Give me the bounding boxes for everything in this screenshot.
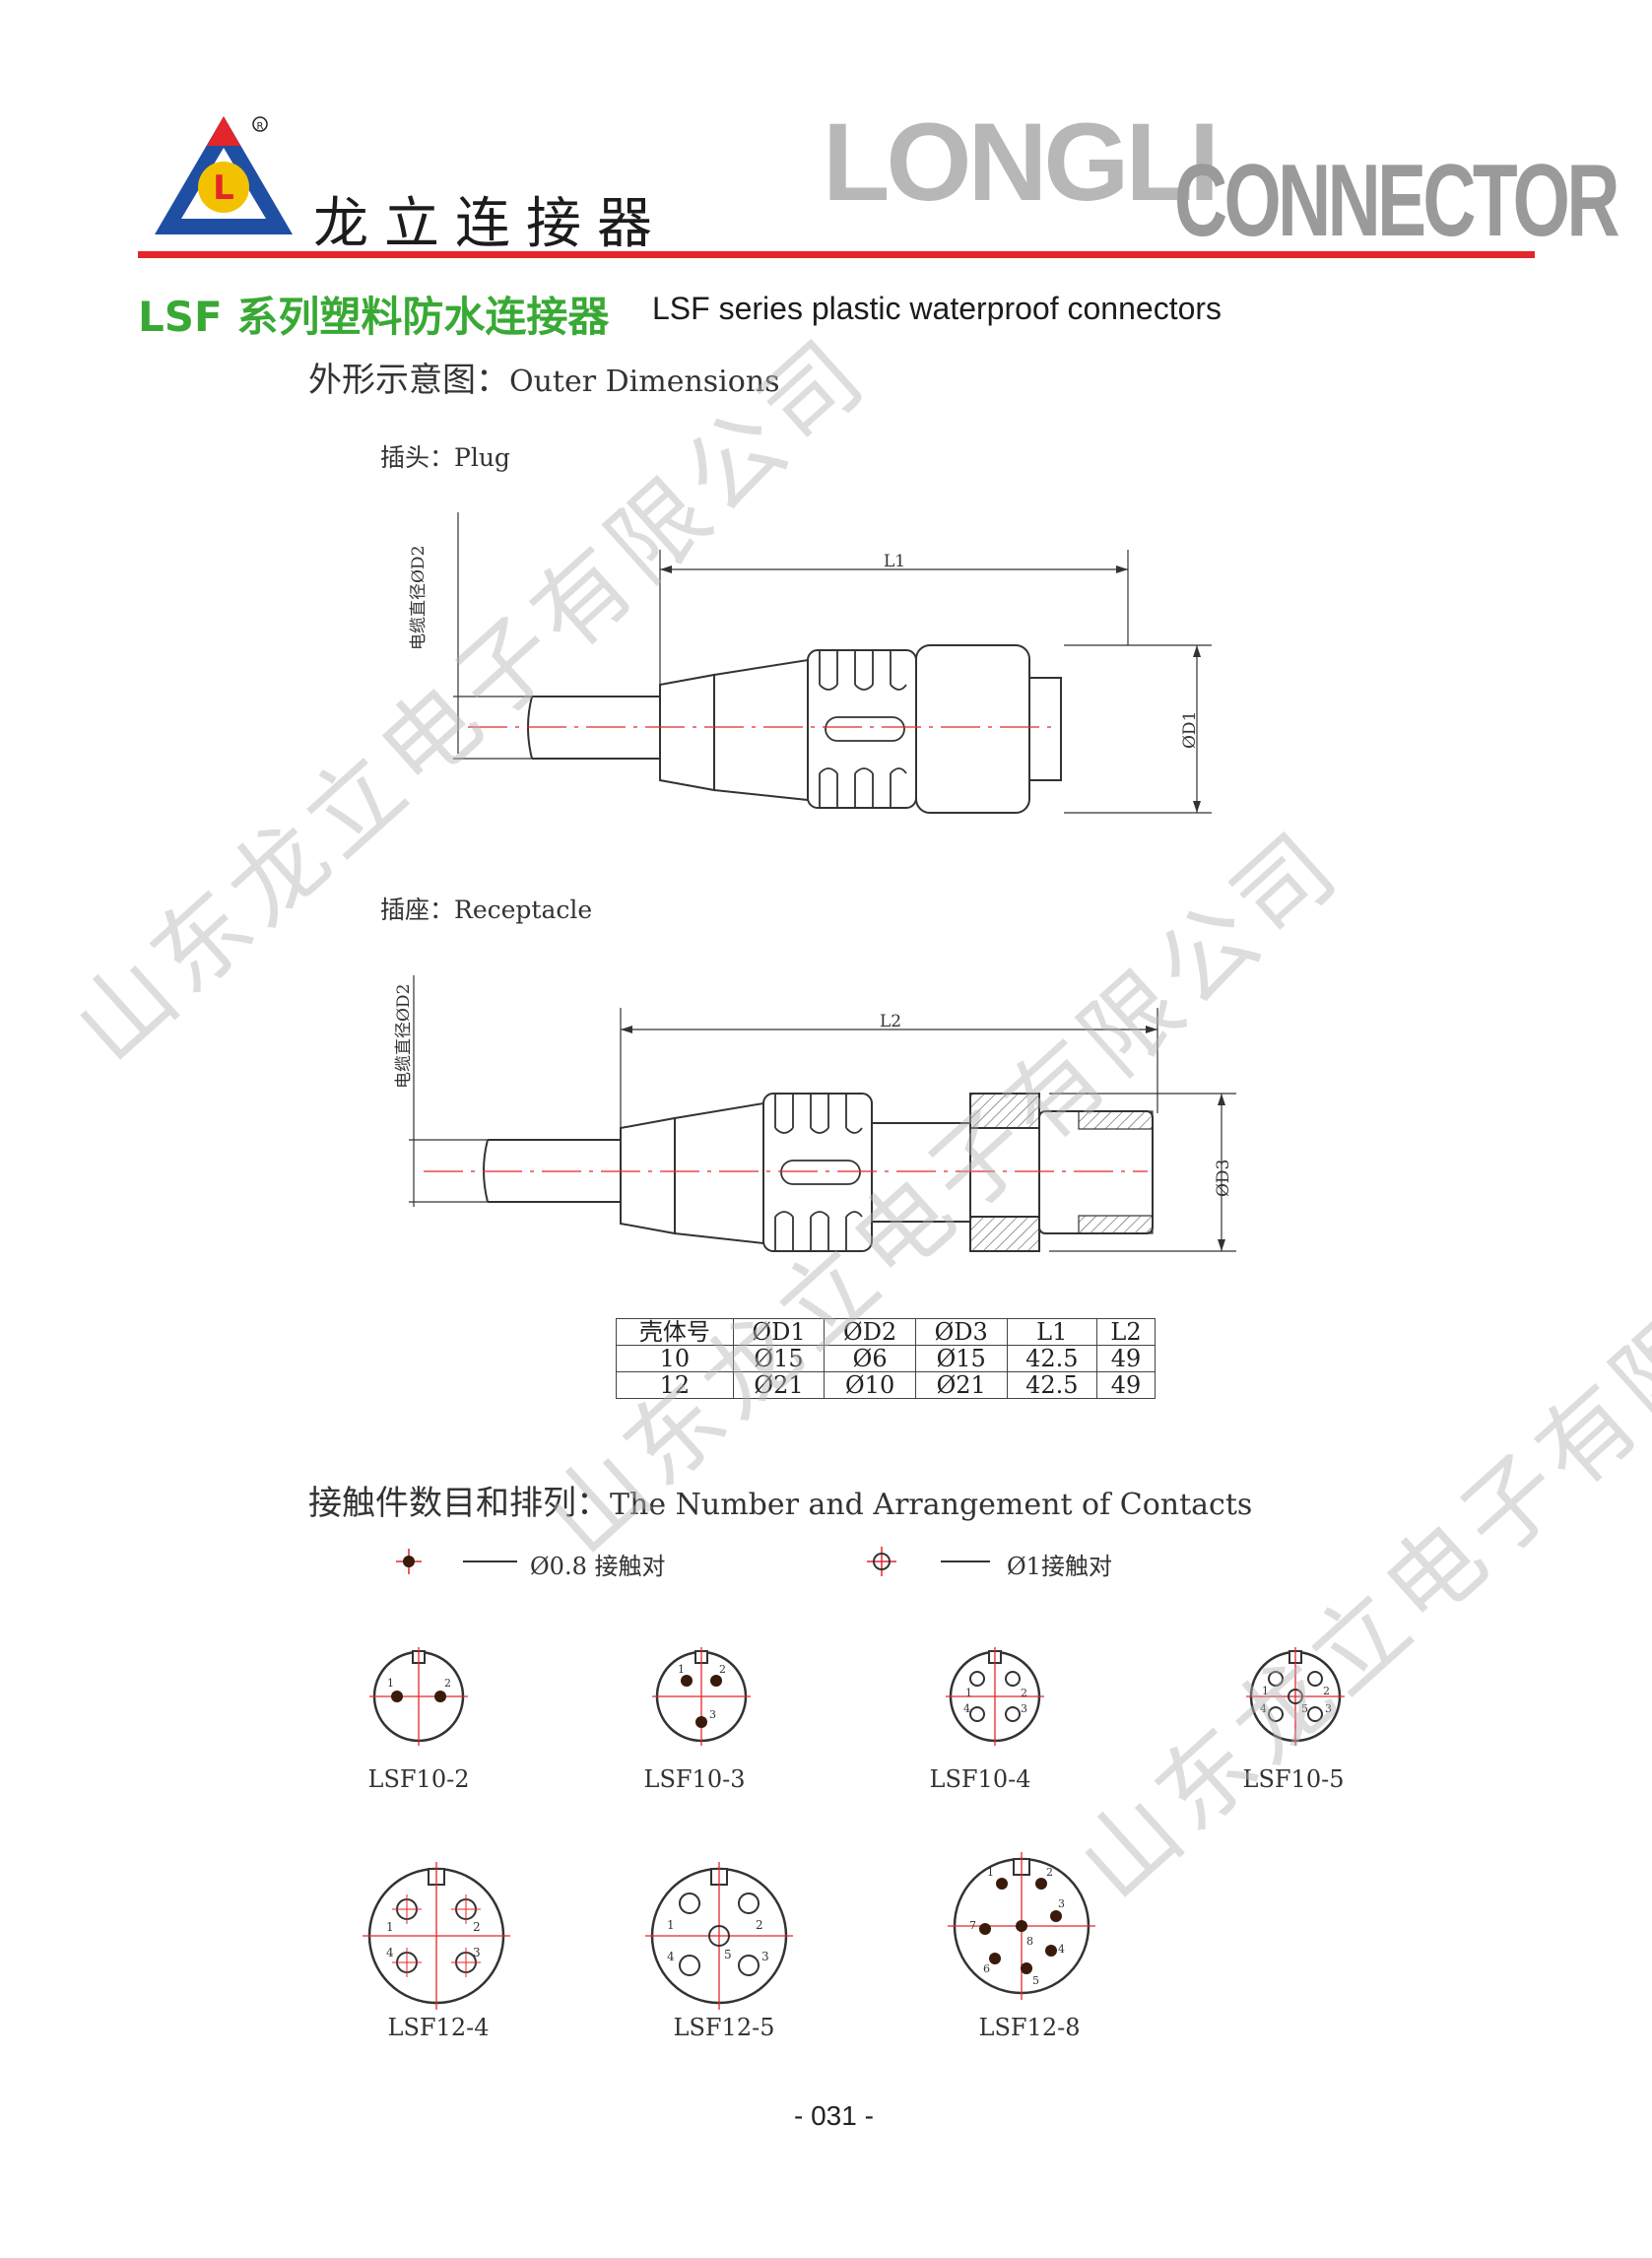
legend-small-contact-label: Ø0.8 接触对 — [530, 1553, 666, 1580]
pin-number: 2 — [1323, 1685, 1330, 1697]
contacts-heading-cn: 接触件数目和排列： — [308, 1484, 610, 1523]
pin-number: 1 — [386, 1920, 394, 1934]
legend-large-contact-icon — [867, 1547, 896, 1576]
pin-number: 2 — [444, 1677, 451, 1690]
pin-number: 3 — [1021, 1702, 1027, 1715]
pin-number: 1 — [387, 1677, 394, 1690]
model-label: LSF10-2 — [367, 1765, 470, 1793]
title-chinese: LSF 系列塑料防水连接器 — [138, 293, 610, 341]
lsf10-4-face: 1 2 3 4 — [946, 1647, 1044, 1746]
header-rule — [138, 251, 1535, 258]
lsf12-8-face: 1 2 3 4 5 6 7 8 — [948, 1852, 1095, 2000]
table-cell: Ø15 — [914, 1345, 1008, 1372]
pin-number: 1 — [987, 1866, 994, 1879]
model-label: LSF10-5 — [1242, 1765, 1345, 1793]
plug-cable-diameter-label: 电缆直径ØD2 — [409, 545, 429, 650]
pin-number: 1 — [667, 1918, 675, 1932]
pin-number: 4 — [1260, 1702, 1267, 1715]
spec-table: 壳体号 ØD1 ØD2 ØD3 L1 L2 10 Ø15 Ø6 Ø15 42.5… — [616, 1318, 1156, 1399]
pin-number: 1 — [965, 1687, 972, 1699]
pin-number: 4 — [667, 1950, 675, 1963]
table-cell: Ø10 — [824, 1371, 916, 1399]
pin-number: 3 — [709, 1708, 716, 1721]
pin-number: 1 — [1262, 1685, 1269, 1697]
pin-number: 2 — [756, 1918, 763, 1932]
plug-drawing — [414, 512, 1241, 828]
table-cell: 10 — [616, 1345, 734, 1372]
pin-number: 2 — [1046, 1866, 1053, 1879]
pin-number: 2 — [719, 1663, 726, 1676]
pin-number: 3 — [1058, 1897, 1065, 1910]
table-cell: 49 — [1096, 1371, 1156, 1399]
lsf12-4-face: 1 2 3 4 — [363, 1862, 510, 2010]
pin-number: 4 — [1058, 1943, 1065, 1956]
pin-number: 3 — [761, 1950, 769, 1963]
legend-small-contact-icon — [396, 1549, 422, 1574]
pin-number: 2 — [473, 1920, 481, 1934]
table-header-cell: 壳体号 — [616, 1318, 734, 1346]
svg-text:L: L — [213, 168, 234, 208]
pin-number: 1 — [678, 1663, 685, 1676]
receptacle-label: 插座：Receptacle — [380, 896, 593, 924]
title-english: LSF series plastic waterproof connectors — [652, 291, 1222, 326]
table-cell: 42.5 — [1006, 1345, 1098, 1372]
table-header-cell: ØD2 — [824, 1318, 916, 1346]
pin-number: 5 — [724, 1948, 732, 1961]
lsf10-5-face: 1 2 3 4 5 — [1246, 1647, 1345, 1746]
pin-number: 8 — [1026, 1935, 1033, 1948]
legend-line — [463, 1561, 517, 1562]
table-cell: Ø21 — [732, 1371, 826, 1399]
plug-diameter-label: ØD1 — [1180, 710, 1200, 749]
pin-number: 3 — [473, 1946, 481, 1959]
table-cell: 12 — [616, 1371, 734, 1399]
pin-number: 6 — [983, 1962, 990, 1975]
model-label: LSF12-5 — [673, 2014, 775, 2041]
table-cell: 42.5 — [1006, 1371, 1098, 1399]
receptacle-diameter-label: ØD3 — [1214, 1159, 1233, 1197]
table-cell: 49 — [1096, 1345, 1156, 1372]
model-label: LSF12-8 — [978, 2014, 1081, 2041]
model-label: LSF12-4 — [387, 2014, 490, 2041]
table-cell: Ø15 — [732, 1345, 826, 1372]
table-row: 12 Ø21 Ø10 Ø21 42.5 49 — [616, 1371, 1156, 1399]
lsf12-5-face: 1 2 3 4 5 — [645, 1862, 793, 2010]
contacts-heading-en: The Number and Arrangement of Contacts — [610, 1488, 1253, 1522]
table-cell: Ø21 — [914, 1371, 1008, 1399]
legend-large-contact-label: Ø1接触对 — [1007, 1553, 1112, 1580]
table-header-cell: L2 — [1096, 1318, 1156, 1346]
table-header-cell: L1 — [1006, 1318, 1098, 1346]
table-header-row: 壳体号 ØD1 ØD2 ØD3 L1 L2 — [616, 1318, 1156, 1346]
logo-chinese-name: 龙立连接器 — [313, 192, 668, 256]
page-number: - 031 - — [794, 2100, 874, 2131]
brand-logo: L R — [150, 108, 297, 241]
pin-number: 5 — [1032, 1974, 1039, 1987]
brand-sub: CONNECTOR — [1174, 144, 1619, 258]
receptacle-drawing — [389, 975, 1256, 1271]
pin-number: 5 — [1301, 1702, 1308, 1715]
pin-number: 4 — [963, 1702, 970, 1715]
outer-dimensions-heading-en: Outer Dimensions — [509, 365, 780, 399]
receptacle-length-label: L2 — [880, 1012, 902, 1031]
pin-number: 7 — [969, 1919, 976, 1932]
table-header-cell: ØD3 — [914, 1318, 1008, 1346]
svg-text:R: R — [257, 121, 264, 132]
plug-length-label: L1 — [884, 552, 906, 571]
receptacle-cable-diameter-label: 电缆直径ØD2 — [394, 983, 414, 1089]
brand-main: LONGLI — [823, 100, 1220, 224]
pin-number: 4 — [386, 1946, 394, 1959]
outer-dimensions-heading: 外形示意图：Outer Dimensions — [308, 353, 780, 401]
model-label: LSF10-4 — [929, 1765, 1031, 1793]
lsf10-3-face: 1 2 3 — [652, 1647, 751, 1746]
pin-number: 2 — [1021, 1687, 1027, 1699]
pin-number: 3 — [1325, 1702, 1332, 1715]
outer-dimensions-heading-cn: 外形示意图： — [308, 361, 509, 400]
table-header-cell: ØD1 — [732, 1318, 826, 1346]
model-label: LSF10-3 — [643, 1765, 746, 1793]
contacts-heading: 接触件数目和排列：The Number and Arrangement of C… — [308, 1476, 1252, 1524]
legend-line — [941, 1561, 990, 1562]
lsf10-2-face: 1 2 — [369, 1647, 468, 1746]
plug-label: 插头：Plug — [380, 443, 510, 472]
